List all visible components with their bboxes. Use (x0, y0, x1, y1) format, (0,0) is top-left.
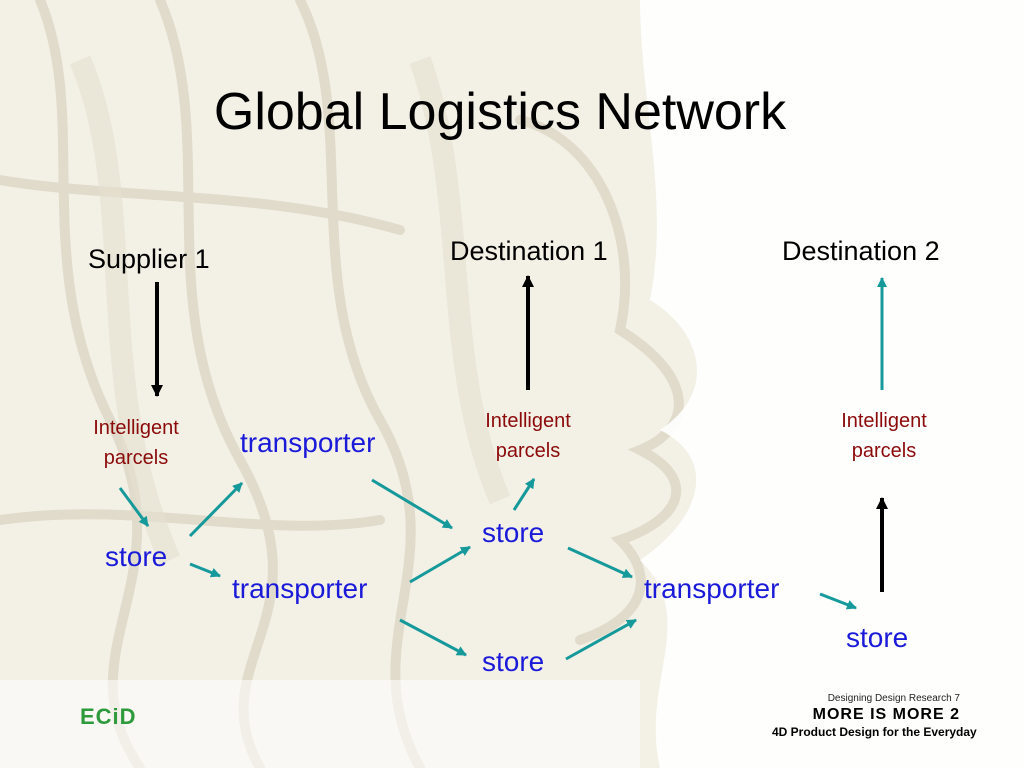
parcels-2-line2: parcels (495, 440, 561, 462)
arrow-transporter-right-to-store-right (819, 592, 857, 610)
footer-brand: MORE IS MORE 2 (812, 706, 960, 723)
arrow-parcels-to-store (118, 487, 150, 527)
page-title: Global Logistics Network (213, 83, 787, 141)
arrow-store-bottom-to-transporter-right (565, 618, 637, 661)
node-intelligent-parcels-1: Intelligent parcels (76, 413, 196, 473)
parcels-1-line2: parcels (103, 447, 169, 469)
arrow-transporter-mid-to-store-bottom (399, 618, 467, 657)
arrow-store-to-transporter-top (188, 481, 244, 538)
node-intelligent-parcels-2: Intelligent parcels (468, 406, 588, 466)
arrow-transporter-mid-to-store-center (409, 545, 471, 584)
node-intelligent-parcels-3: Intelligent parcels (824, 406, 944, 466)
node-store-bottom: store (482, 646, 545, 677)
node-destination-2: Destination 2 (782, 236, 940, 266)
node-supplier-1: Supplier 1 (88, 244, 210, 274)
arrow-store-center-to-transporter-right (567, 546, 633, 579)
node-store-center: store (482, 517, 545, 548)
node-transporter-top: transporter (240, 427, 376, 458)
parcels-1-line1: Intelligent (93, 417, 179, 439)
footer-series: Designing Design Research 7 (827, 693, 960, 704)
node-transporter-mid: transporter (232, 573, 368, 604)
ecid-logo: ECiD (80, 704, 137, 729)
node-store-left: store (105, 541, 168, 572)
arrow-store-center-to-parcels (512, 478, 536, 511)
arrow-store-to-transporter-mid (189, 562, 221, 578)
arrow-transporter-top-to-store-center (371, 478, 453, 530)
parcels-3-line2: parcels (851, 440, 917, 462)
node-store-right: store (846, 622, 909, 653)
footer-tagline: 4D Product Design for the Everyday (772, 725, 977, 739)
parcels-3-line1: Intelligent (841, 410, 927, 432)
node-transporter-right: transporter (644, 573, 780, 604)
parcels-2-line1: Intelligent (485, 410, 571, 432)
node-destination-1: Destination 1 (450, 236, 608, 266)
